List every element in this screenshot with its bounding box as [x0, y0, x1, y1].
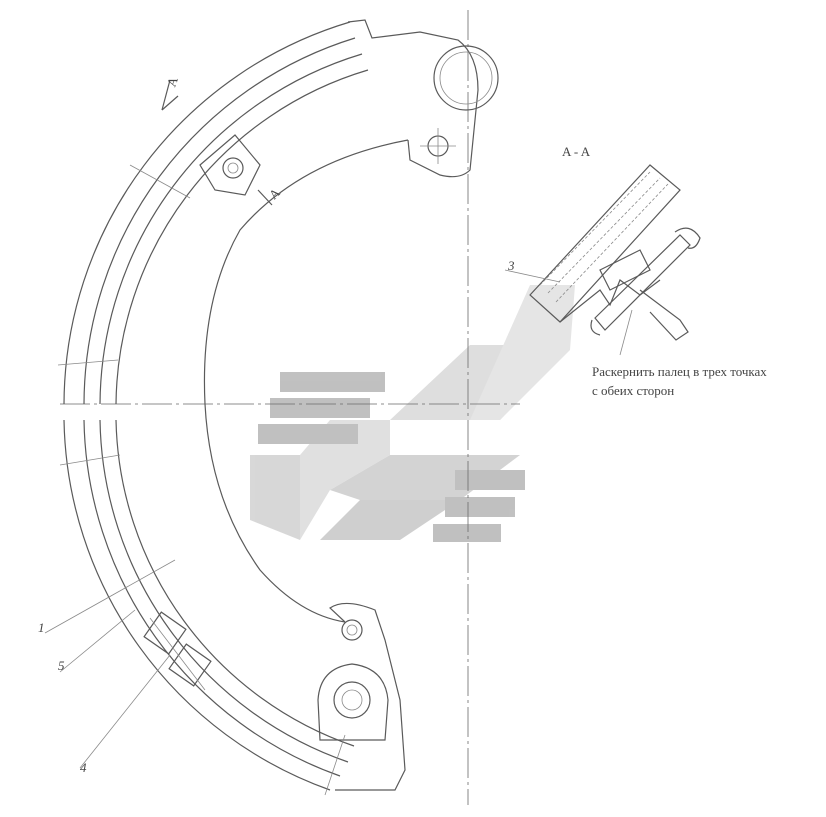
- lower-anchor: [317, 602, 406, 791]
- callout-4: 4: [80, 760, 87, 775]
- callout-3: 3: [508, 258, 515, 273]
- callout-1: 1: [38, 620, 45, 635]
- leader-lines: [44, 359, 346, 796]
- note-line-1: Раскернить палец в трех точках: [592, 364, 767, 379]
- section-aa-detail: [504, 164, 701, 356]
- note-line-2: с обеих сторон: [592, 383, 675, 398]
- upper-pin-boss: [199, 134, 261, 196]
- lining-rivet-block: [143, 611, 212, 691]
- watermark-logo: [250, 285, 575, 542]
- section-title: A - A: [562, 144, 591, 159]
- upper-anchor: [347, 19, 499, 178]
- brake-shoe-rim: [63, 21, 369, 791]
- callout-5: 5: [58, 658, 65, 673]
- section-cut-markers: [129, 79, 273, 206]
- shoe-web-edge: [203, 139, 409, 623]
